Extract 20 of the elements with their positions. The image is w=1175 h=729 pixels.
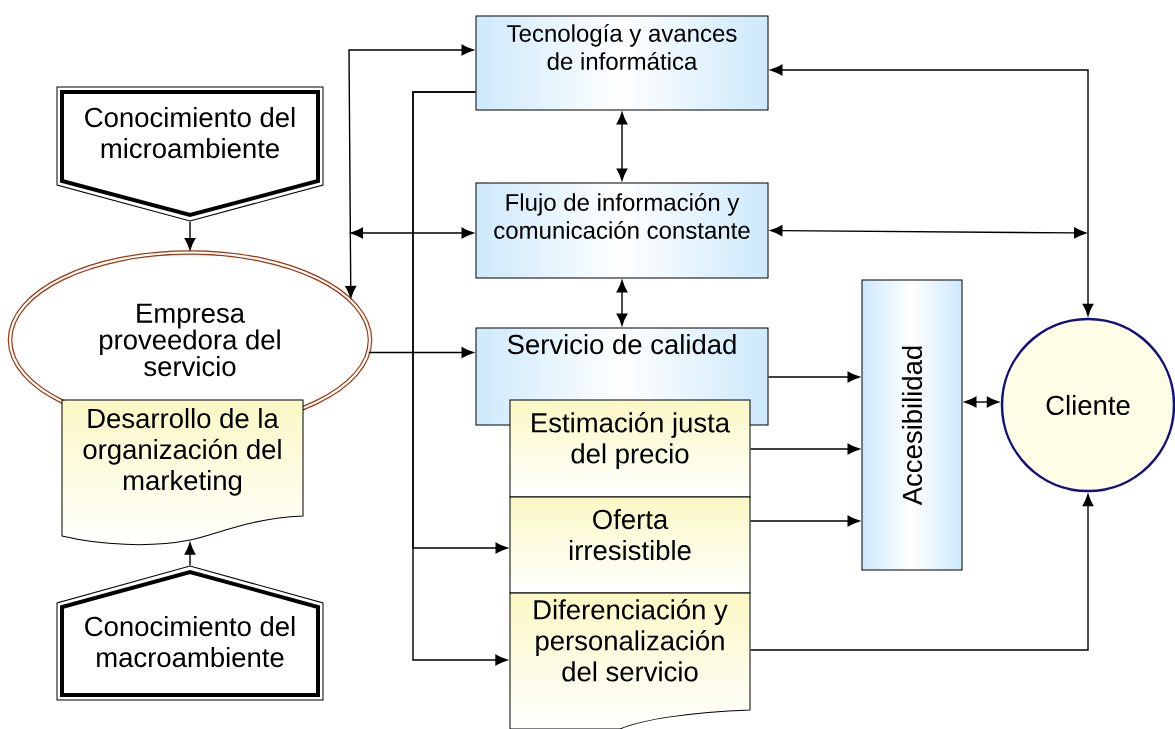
arrow [368,347,474,358]
arrow [184,221,196,251]
arrow [770,64,1094,316]
process-box: Estimación justa del precio [509,399,751,498]
arrow [412,91,508,666]
process-box: Oferta irresistible [509,496,751,594]
arrow [350,227,474,239]
arrow [345,44,474,299]
arrow [749,443,860,455]
process-box: Tecnología y avances de informática [475,15,769,111]
process-box: Flujo de información y comunicación constante [475,182,769,279]
process-box: Accesibilidad [861,279,963,571]
arrow [616,280,628,326]
arrow [767,371,860,383]
arrow [184,542,196,566]
arrow [964,396,999,408]
arrow [750,494,1094,651]
arrow [770,225,1087,239]
arrow [749,515,860,527]
arrow [616,112,628,181]
